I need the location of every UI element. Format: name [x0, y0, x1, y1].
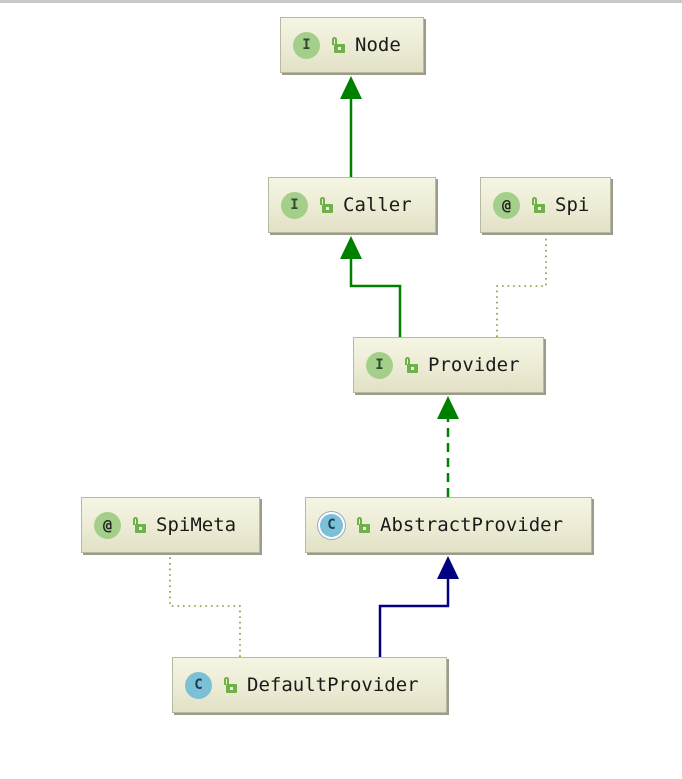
- arrowhead-icon: [437, 556, 459, 579]
- lock-icon: [331, 37, 345, 53]
- node-label: SpiMeta: [156, 514, 237, 536]
- edge-defaultprovider-annotated-spimeta: [169, 557, 241, 657]
- arrowhead-icon: [437, 396, 459, 419]
- node-spimeta[interactable]: @ SpiMeta: [81, 497, 260, 553]
- diagram-edges: [169, 76, 547, 657]
- edge-provider-annotated-spi: [496, 237, 547, 337]
- node-label: DefaultProvider: [247, 674, 419, 696]
- node-node[interactable]: I Node: [280, 17, 424, 73]
- edge-abstractprovider-implements-provider: [437, 396, 459, 497]
- interface-icon: I: [281, 191, 308, 219]
- node-caller[interactable]: I Caller: [268, 177, 436, 233]
- lock-icon: [132, 517, 146, 533]
- lock-icon: [356, 517, 370, 533]
- node-spi[interactable]: @ Spi: [480, 177, 611, 233]
- edge-provider-extends-caller: [340, 236, 402, 337]
- lock-icon: [404, 357, 418, 373]
- edge-defaultprovider-extends-abstractprovider: [378, 556, 459, 657]
- node-defaultprovider[interactable]: C DefaultProvider: [172, 657, 447, 713]
- edge-caller-extends-node: [340, 76, 362, 177]
- node-label: Spi: [555, 194, 590, 216]
- node-label: Provider: [428, 354, 520, 376]
- node-label: Caller: [343, 194, 412, 216]
- lock-icon: [531, 197, 545, 213]
- lock-icon: [319, 197, 333, 213]
- interface-icon: I: [293, 31, 320, 59]
- annotation-icon: @: [94, 511, 121, 539]
- interface-icon: I: [366, 351, 393, 379]
- lock-icon: [223, 677, 237, 693]
- node-provider[interactable]: I Provider: [353, 337, 544, 393]
- annotation-icon: @: [493, 191, 520, 219]
- arrowhead-icon: [340, 236, 362, 259]
- node-label: AbstractProvider: [380, 514, 564, 536]
- class-icon: C: [185, 671, 212, 699]
- node-label: Node: [355, 34, 401, 56]
- abstract-class-icon: C: [318, 511, 345, 539]
- arrowhead-icon: [340, 76, 362, 99]
- node-abstractprovider[interactable]: C AbstractProvider: [305, 497, 592, 553]
